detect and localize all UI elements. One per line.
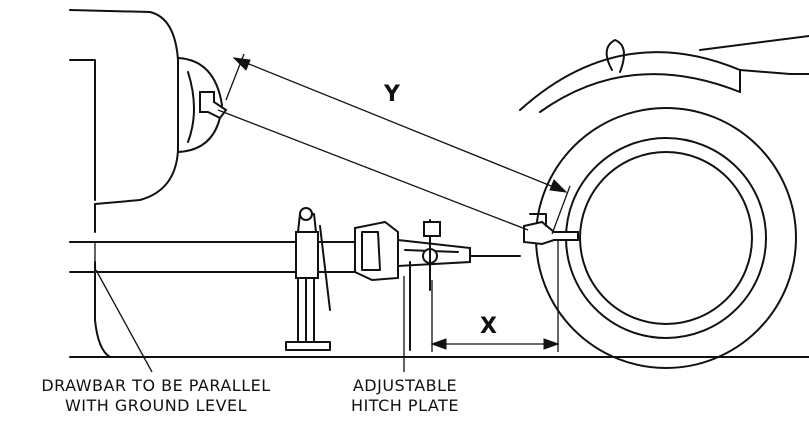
dimension-y-label: Y xyxy=(384,82,400,107)
drawbar-leader xyxy=(95,269,153,373)
tractor xyxy=(519,35,809,369)
drawbar-caption: DRAWBAR TO BE PARALLEL WITH GROUND LEVEL xyxy=(6,376,306,416)
dimension-y xyxy=(217,53,571,235)
hitch-plate xyxy=(397,219,521,351)
drawbar-caption-line-1: DRAWBAR TO BE PARALLEL xyxy=(41,376,271,395)
drawbar-caption-line-2: WITH GROUND LEVEL xyxy=(64,396,248,415)
dimension-x-label: X xyxy=(480,314,497,339)
hitch-caption-line-2: HITCH PLATE xyxy=(351,396,459,415)
drawbar xyxy=(69,207,399,351)
dimension-x xyxy=(430,240,560,352)
hitch-caption: ADJUSTABLE HITCH PLATE xyxy=(330,376,480,416)
tow-vehicle xyxy=(69,9,228,358)
hitch-caption-line-1: ADJUSTABLE xyxy=(352,376,458,395)
